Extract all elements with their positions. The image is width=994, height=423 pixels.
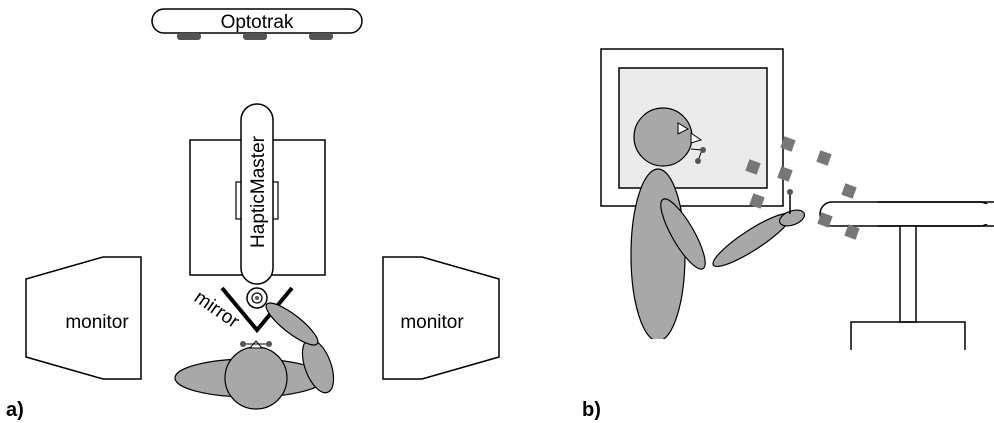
head xyxy=(224,346,288,410)
left-monitor: monitor xyxy=(25,256,142,380)
hapticmaster-label: HapticMaster xyxy=(248,135,269,248)
panel-b-label: b) xyxy=(582,399,601,421)
optotrak-camera-center xyxy=(243,33,267,40)
face-marker-top xyxy=(700,147,706,153)
subject-top-view xyxy=(174,302,335,410)
right-monitor: monitor xyxy=(382,256,500,380)
mirror-label: mirror xyxy=(190,287,243,333)
marker-4 xyxy=(777,166,793,182)
marker-7 xyxy=(817,212,833,228)
side-table xyxy=(819,201,994,350)
handle-marker xyxy=(787,189,793,195)
tracking-markers xyxy=(745,136,860,240)
left-monitor-label: monitor xyxy=(65,312,129,333)
marker-3 xyxy=(745,159,761,175)
eye xyxy=(677,122,690,135)
table-base xyxy=(850,321,966,350)
side-head xyxy=(633,107,693,167)
marker-1 xyxy=(780,136,796,152)
marker-2 xyxy=(816,150,832,166)
table-leg xyxy=(899,225,917,323)
head-marker-right xyxy=(266,341,272,347)
mirror xyxy=(220,286,294,334)
head-marker-left xyxy=(240,341,246,347)
marker-8 xyxy=(844,224,860,240)
panel-b: b) xyxy=(582,48,994,421)
subject-side-view xyxy=(620,107,806,351)
marker-6 xyxy=(749,193,765,209)
side-monitor xyxy=(600,48,784,207)
marker-5 xyxy=(841,183,857,199)
optotrak-device: Optotrak xyxy=(151,8,363,40)
torso xyxy=(630,168,686,342)
hapticmaster-device: HapticMaster xyxy=(235,103,279,309)
face-marker-bottom xyxy=(695,158,701,164)
optotrak-label: Optotrak xyxy=(221,12,294,33)
panel-a: Optotrak HapticMaster mirror monitor mon… xyxy=(6,8,500,421)
side-nose xyxy=(690,132,703,144)
side-upper-arm xyxy=(660,198,706,270)
panel-a-label: a) xyxy=(6,399,24,421)
forearm xyxy=(265,302,319,346)
optotrak-camera-right xyxy=(309,33,333,40)
right-monitor-label: monitor xyxy=(400,312,464,333)
optotrak-camera-left xyxy=(177,33,201,40)
